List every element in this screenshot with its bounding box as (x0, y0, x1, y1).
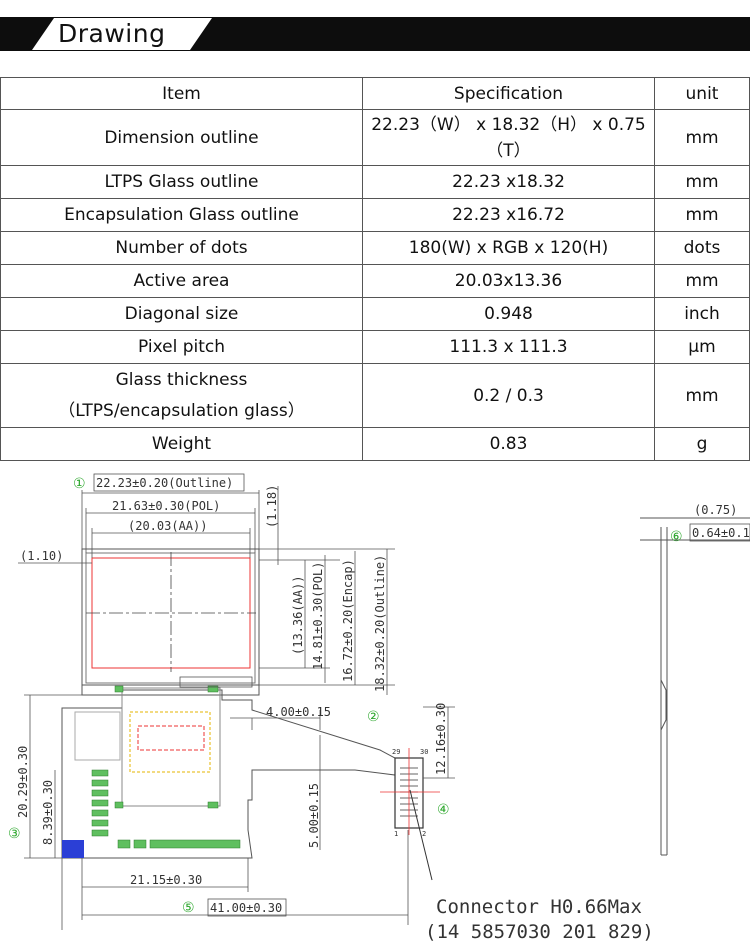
dim-outline-height: 18.32±0.20(Outline) (373, 555, 387, 692)
marker-6: ⑥ (670, 529, 683, 545)
table-row: LTPS Glass outline 22.23 x18.32 mm (0, 165, 750, 199)
dim-fpc-width: 21.15±0.30 (130, 873, 202, 887)
dim-aa-height: (13.36(AA)) (291, 576, 305, 655)
spec-table: Item Specification unit Dimension outlin… (0, 77, 750, 461)
header-item: Item (0, 77, 363, 110)
dim-pol-height: 14.81±0.30(POL) (311, 562, 325, 670)
pin-label-2: 2 (422, 830, 426, 838)
dim-connector-height: 12.16±0.30 (434, 703, 448, 775)
marker-4: ④ (437, 802, 450, 818)
row-item-line1: Glass thickness (115, 369, 248, 390)
bonding-area (179, 676, 253, 688)
fpc-blue-pad (62, 840, 84, 858)
table-row: Weight 0.83 g (0, 427, 750, 461)
row-unit: mm (654, 264, 750, 298)
row-spec: 22.23 x18.32 (362, 165, 655, 199)
marker-2: ② (367, 709, 380, 725)
marker-5: ⑤ (182, 900, 195, 916)
table-row: Number of dots 180(W) x RGB x 120(H) dot… (0, 231, 750, 265)
dim-total-width: 41.00±0.30 (210, 901, 282, 915)
table-row: Pixel pitch 111.3 x 111.3 µm (0, 330, 750, 364)
row-unit: mm (654, 109, 750, 166)
row-item: Glass thickness （LTPS/encapsulation glas… (0, 363, 363, 428)
row-spec: 180(W) x RGB x 120(H) (362, 231, 655, 265)
table-row: Encapsulation Glass outline 22.23 x16.72… (0, 198, 750, 232)
table-header-row: Item Specification unit (0, 77, 750, 110)
connector-note-line2: (14 5857030 201 829) (425, 921, 654, 943)
row-spec: 20.03x13.36 (362, 264, 655, 298)
dim-fpc-mid-height: 5.00±0.15 (307, 783, 321, 848)
marker-3: ③ (8, 826, 21, 842)
header-specification: Specification (362, 77, 655, 110)
row-spec: 0.948 (362, 297, 655, 331)
dim-left-gap: (1.10) (20, 549, 63, 563)
glass-ledge (81, 684, 260, 696)
dim-fpc-lower-height: 8.39±0.30 (41, 780, 55, 845)
header-tab (32, 18, 212, 50)
row-spec: 111.3 x 111.3 (362, 330, 655, 364)
header-unit: unit (654, 77, 750, 110)
dim-aa-width: (20.03(AA)) (128, 519, 207, 533)
row-spec: 22.23（W） x 18.32（H） x 0.75（T） (362, 109, 655, 166)
dim-thickness-glass: 0.64±0.1 (692, 526, 750, 540)
row-unit: inch (654, 297, 750, 331)
row-item: Dimension outline (0, 109, 363, 166)
row-item: Weight (0, 427, 363, 461)
row-item: Pixel pitch (0, 330, 363, 364)
row-unit: mm (654, 165, 750, 199)
row-item: Active area (0, 264, 363, 298)
fpc-stiffener (121, 687, 221, 807)
table-row: Diagonal size 0.948 inch (0, 297, 750, 331)
row-spec: 22.23 x16.72 (362, 198, 655, 232)
dim-pol-width: 21.63±0.30(POL) (112, 499, 220, 513)
row-item: Diagonal size (0, 297, 363, 331)
ic-area-yellow (129, 711, 211, 773)
table-row: Glass thickness （LTPS/encapsulation glas… (0, 363, 750, 428)
connector-note-line1: Connector H0.66Max (436, 896, 642, 918)
pin-label-29: 29 (392, 748, 400, 756)
row-spec: 0.2 / 0.3 (362, 363, 655, 428)
mechanical-drawing: 22.23±0.20(Outline) 21.63±0.30(POL) (20.… (8, 473, 750, 943)
table-row: Dimension outline 22.23（W） x 18.32（H） x … (0, 109, 750, 166)
pin-label-30: 30 (420, 748, 428, 756)
row-unit: µm (654, 330, 750, 364)
fpc-outline (61, 689, 396, 859)
row-item: LTPS Glass outline (0, 165, 363, 199)
dim-encap-height: 16.72±0.20(Encap) (341, 559, 355, 682)
dim-fpc-offset: 4.00±0.15 (266, 705, 331, 719)
row-item: Number of dots (0, 231, 363, 265)
row-unit: mm (654, 198, 750, 232)
marker-1: ① (73, 476, 86, 492)
glass-outline (81, 548, 260, 686)
dim-outline-width: 22.23±0.20(Outline) (96, 476, 233, 490)
row-unit: mm (654, 363, 750, 428)
row-spec: 0.83 (362, 427, 655, 461)
row-item-line2: （LTPS/encapsulation glass） (58, 400, 305, 421)
dim-top-gap: (1.18) (265, 485, 279, 528)
ic-area-red (137, 725, 205, 751)
table-row: Active area 20.03x13.36 mm (0, 264, 750, 298)
row-item: Encapsulation Glass outline (0, 198, 363, 232)
pin-label-1: 1 (394, 830, 398, 838)
page-title: Drawing (58, 19, 166, 48)
pol-outline (85, 552, 256, 684)
dim-thickness-total: (0.75) (694, 503, 737, 517)
row-unit: dots (654, 231, 750, 265)
row-unit: g (654, 427, 750, 461)
dim-fpc-total-height: 20.29±0.30 (16, 746, 30, 818)
